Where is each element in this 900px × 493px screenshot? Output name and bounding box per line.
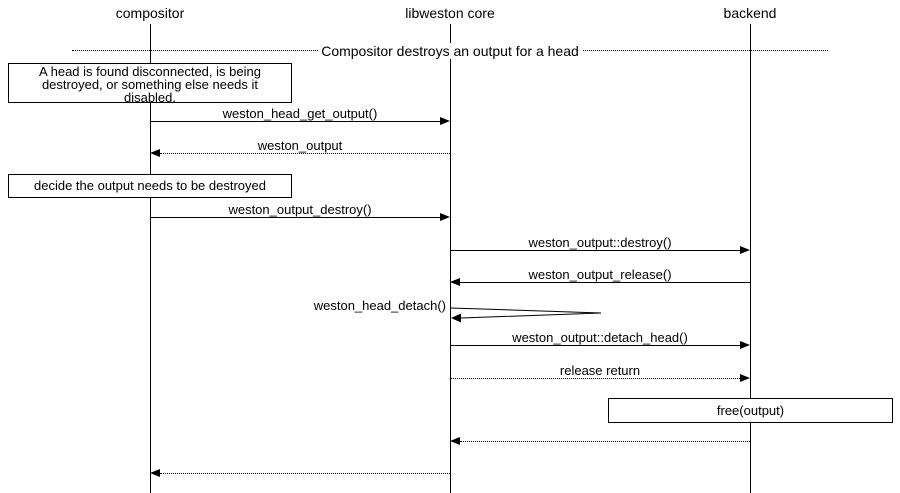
arrowhead-left-icon — [150, 469, 160, 477]
arrowhead-right-icon — [740, 246, 750, 254]
message-label: weston_output_destroy() — [228, 202, 372, 217]
message-line — [460, 282, 750, 283]
lifeline-backend — [750, 24, 751, 493]
divider-label: Compositor destroys an output for a head — [318, 43, 582, 59]
message-label: weston_output::detach_head() — [512, 330, 688, 345]
message-label: weston_head_get_output() — [222, 106, 378, 121]
note-box-decide-destroy: decide the output needs to be destroyed — [8, 174, 292, 198]
message-line — [160, 153, 450, 154]
message-line — [450, 250, 740, 251]
actor-label-libweston-core: libweston core — [405, 5, 495, 21]
lifeline-libweston-core — [450, 24, 451, 493]
arrowhead-right-icon — [740, 374, 750, 382]
arrowhead-left-icon — [450, 437, 460, 445]
message-line — [460, 441, 750, 442]
message-line — [450, 378, 740, 379]
message-line — [150, 217, 440, 218]
note-text-line: destroyed, or something else needs it — [41, 77, 259, 92]
message-label: weston_output::destroy() — [528, 235, 672, 250]
message-label: weston_output — [257, 138, 343, 153]
message-line — [160, 473, 450, 474]
self-message-loop-icon — [450, 307, 602, 323]
arrowhead-left-icon — [150, 149, 160, 157]
note-box-head-disconnected: A head is found disconnected, is being d… — [8, 63, 292, 105]
message-line — [450, 345, 740, 346]
actor-label-backend: backend — [723, 5, 777, 21]
message-label: release return — [559, 363, 641, 378]
arrowhead-left-icon — [450, 278, 460, 286]
arrowhead-right-icon — [440, 213, 450, 221]
note-text-line: disabled. — [123, 90, 177, 105]
message-line — [150, 121, 440, 122]
note-box-free-output: free(output) — [608, 398, 893, 423]
arrowhead-right-icon — [740, 341, 750, 349]
lifeline-compositor — [150, 24, 151, 493]
actor-label-compositor: compositor — [115, 5, 185, 21]
self-message-label: weston_head_detach() — [313, 298, 446, 313]
message-label: weston_output_release() — [528, 267, 672, 282]
arrowhead-right-icon — [440, 117, 450, 125]
note-text-line: A head is found disconnected, is being — [39, 64, 261, 79]
